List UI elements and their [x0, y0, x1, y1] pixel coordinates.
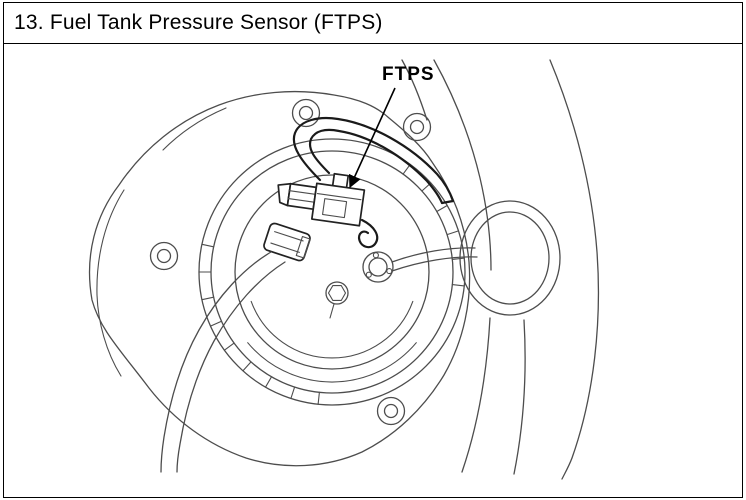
bolt-holes [149, 98, 432, 426]
callout-arrow [348, 87, 396, 189]
sensor-hex-fitting [286, 182, 318, 210]
fuel-line-fittings [325, 251, 394, 319]
bolt-hole [291, 98, 321, 128]
fuel-hose-right [391, 247, 478, 272]
ftps-sensor [277, 172, 366, 227]
body-panel-lines [401, 59, 600, 480]
flange-outline [88, 90, 471, 467]
callout: FTPS [348, 64, 435, 189]
ftps-callout-label: FTPS [382, 64, 435, 85]
sensor-body [310, 182, 366, 227]
bolt-hole [149, 241, 179, 271]
page-title: 13. Fuel Tank Pressure Sensor (FTPS) [14, 11, 383, 34]
lock-ring [198, 138, 466, 406]
ftps-diagram-svg: FTPS [88, 59, 600, 480]
ftps-diagram-figure: FTPS [4, 44, 742, 497]
harness-cable [160, 251, 286, 473]
title-bar: 13. Fuel Tank Pressure Sensor (FTPS) [4, 3, 742, 43]
ftps-vent-hose [292, 116, 455, 205]
page-border [3, 2, 743, 498]
sensor-hook-hose [357, 218, 379, 249]
bolt-hole [376, 396, 406, 426]
wiring-connector [263, 222, 311, 262]
title-divider [4, 43, 742, 44]
lock-ring-teeth [198, 163, 465, 405]
hose-loop [459, 200, 561, 316]
bolt-hole [402, 112, 432, 142]
